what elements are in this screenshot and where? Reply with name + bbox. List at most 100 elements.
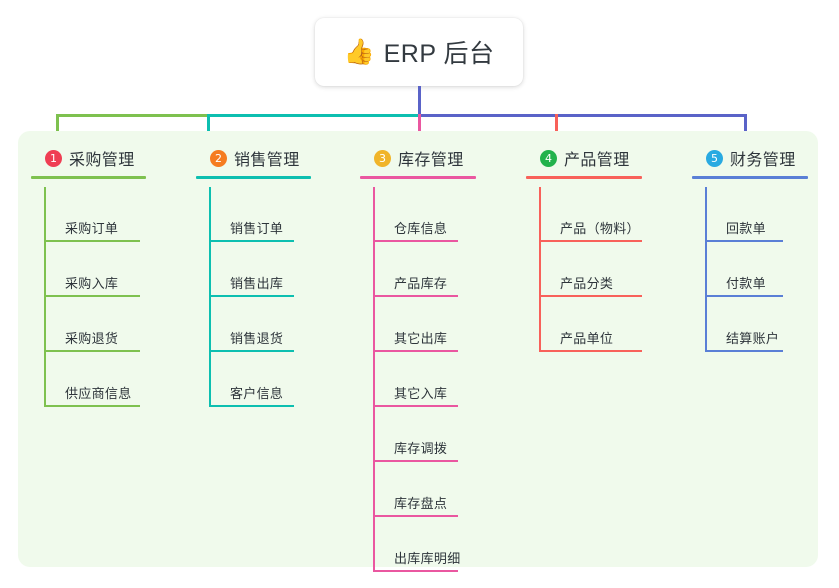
branch-item[interactable]: 库存调拨 bbox=[373, 407, 476, 462]
branch-title: 财务管理 bbox=[730, 152, 796, 169]
branch-number-badge: 3 bbox=[374, 149, 391, 167]
branch-item-label: 采购入库 bbox=[65, 276, 119, 291]
branch-item-label: 销售出库 bbox=[230, 276, 284, 291]
branch-items: 回款单付款单结算账户 bbox=[705, 187, 808, 352]
branch-item[interactable]: 其它入库 bbox=[373, 352, 476, 407]
branch-title: 产品管理 bbox=[564, 152, 630, 169]
bus-segment-teal bbox=[207, 114, 419, 117]
branch-underline bbox=[692, 176, 808, 179]
branch-item-underline bbox=[705, 350, 783, 352]
branch-item-underline bbox=[373, 570, 458, 572]
branch-item-underline bbox=[209, 350, 294, 352]
branch-column-2: 2 销售管理销售订单销售出库销售退货客户信息 bbox=[196, 146, 311, 407]
branch-item-underline bbox=[209, 240, 294, 242]
branch-item[interactable]: 库存盘点 bbox=[373, 462, 476, 517]
branch-items: 采购订单采购入库采购退货供应商信息 bbox=[44, 187, 146, 407]
branch-item[interactable]: 销售退货 bbox=[209, 297, 311, 352]
branch-title: 库存管理 bbox=[398, 152, 464, 169]
branch-item[interactable]: 采购订单 bbox=[44, 187, 146, 242]
branch-item[interactable]: 客户信息 bbox=[209, 352, 311, 407]
branch-item-underline bbox=[44, 240, 140, 242]
bus-segment-blue bbox=[418, 114, 746, 117]
branch-title: 销售管理 bbox=[234, 152, 300, 169]
branch-item-underline bbox=[539, 350, 642, 352]
branch-item[interactable]: 结算账户 bbox=[705, 297, 808, 352]
root-node[interactable]: 👍 ERP 后台 bbox=[315, 18, 523, 86]
branch-spine bbox=[539, 187, 541, 352]
branch-item-label: 采购退货 bbox=[65, 331, 119, 346]
branch-item[interactable]: 出库库明细 bbox=[373, 517, 476, 572]
branch-number-badge: 4 bbox=[540, 149, 557, 167]
branch-item-underline bbox=[373, 515, 458, 517]
branch-item-underline bbox=[705, 295, 783, 297]
branch-underline bbox=[196, 176, 311, 179]
branch-item[interactable]: 采购退货 bbox=[44, 297, 146, 352]
branch-item-underline bbox=[373, 295, 458, 297]
branch-item-underline bbox=[44, 350, 140, 352]
branch-item-label: 销售退货 bbox=[230, 331, 284, 346]
thumbs-up-icon: 👍 bbox=[343, 37, 375, 66]
branch-spine bbox=[209, 187, 211, 407]
branch-item-underline bbox=[373, 460, 458, 462]
branch-spine bbox=[44, 187, 46, 407]
branch-item-label: 客户信息 bbox=[230, 386, 284, 401]
branch-item-label: 采购订单 bbox=[65, 221, 119, 236]
branch-items: 产品（物料） 产品分类产品单位 bbox=[539, 187, 642, 352]
branch-spine bbox=[373, 187, 375, 572]
branch-item[interactable]: 回款单 bbox=[705, 187, 808, 242]
branch-item-underline bbox=[705, 240, 783, 242]
branch-item-label: 产品分类 bbox=[560, 276, 614, 291]
branch-column-4: 4 产品管理产品（物料） 产品分类产品单位 bbox=[526, 146, 642, 352]
branch-item-underline bbox=[373, 240, 458, 242]
branch-spine bbox=[705, 187, 707, 352]
branch-item-label: 库存调拨 bbox=[394, 441, 448, 456]
branch-item[interactable]: 产品分类 bbox=[539, 242, 642, 297]
branch-item-label: 供应商信息 bbox=[65, 386, 132, 401]
branch-items: 销售订单销售出库销售退货客户信息 bbox=[209, 187, 311, 407]
drop-connector-1 bbox=[56, 114, 59, 146]
branch-item-underline bbox=[539, 295, 642, 297]
branch-item-underline bbox=[373, 350, 458, 352]
branch-item-label: 付款单 bbox=[726, 276, 766, 291]
branch-item-label: 销售订单 bbox=[230, 221, 284, 236]
branch-item-label: 仓库信息 bbox=[394, 221, 448, 236]
branch-item[interactable]: 产品单位 bbox=[539, 297, 642, 352]
bus-segment-green bbox=[56, 114, 209, 117]
branch-item[interactable]: 其它出库 bbox=[373, 297, 476, 352]
branch-underline bbox=[31, 176, 146, 179]
branch-item[interactable]: 采购入库 bbox=[44, 242, 146, 297]
root-title: ERP 后台 bbox=[383, 40, 495, 68]
branch-item-underline bbox=[209, 295, 294, 297]
branch-number-badge: 2 bbox=[210, 149, 227, 167]
branch-item[interactable]: 产品库存 bbox=[373, 242, 476, 297]
branch-item-underline bbox=[209, 405, 294, 407]
branch-item-label: 库存盘点 bbox=[394, 496, 448, 511]
branch-item-label: 出库库明细 bbox=[394, 551, 461, 566]
branch-item[interactable]: 供应商信息 bbox=[44, 352, 146, 407]
drop-connector-5 bbox=[744, 114, 747, 146]
branch-header-4[interactable]: 4 产品管理 bbox=[526, 146, 642, 170]
branch-item-label: 回款单 bbox=[726, 221, 766, 236]
branch-item-label: 其它出库 bbox=[394, 331, 448, 346]
branch-item[interactable]: 仓库信息 bbox=[373, 187, 476, 242]
branch-header-3[interactable]: 3 库存管理 bbox=[360, 146, 476, 170]
branch-item-underline bbox=[373, 405, 458, 407]
branch-item-label: 产品库存 bbox=[394, 276, 448, 291]
branch-underline bbox=[526, 176, 642, 179]
branch-underline bbox=[360, 176, 476, 179]
branch-item-underline bbox=[44, 405, 140, 407]
branch-item-label: 产品（物料） bbox=[560, 221, 640, 236]
branch-item[interactable]: 销售订单 bbox=[209, 187, 311, 242]
drop-connector-3 bbox=[418, 114, 421, 146]
branch-header-2[interactable]: 2 销售管理 bbox=[196, 146, 311, 170]
branch-item-label: 其它入库 bbox=[394, 386, 448, 401]
branches-panel bbox=[18, 131, 818, 567]
branch-item[interactable]: 付款单 bbox=[705, 242, 808, 297]
branch-item[interactable]: 销售出库 bbox=[209, 242, 311, 297]
branch-item[interactable]: 产品（物料） bbox=[539, 187, 642, 242]
